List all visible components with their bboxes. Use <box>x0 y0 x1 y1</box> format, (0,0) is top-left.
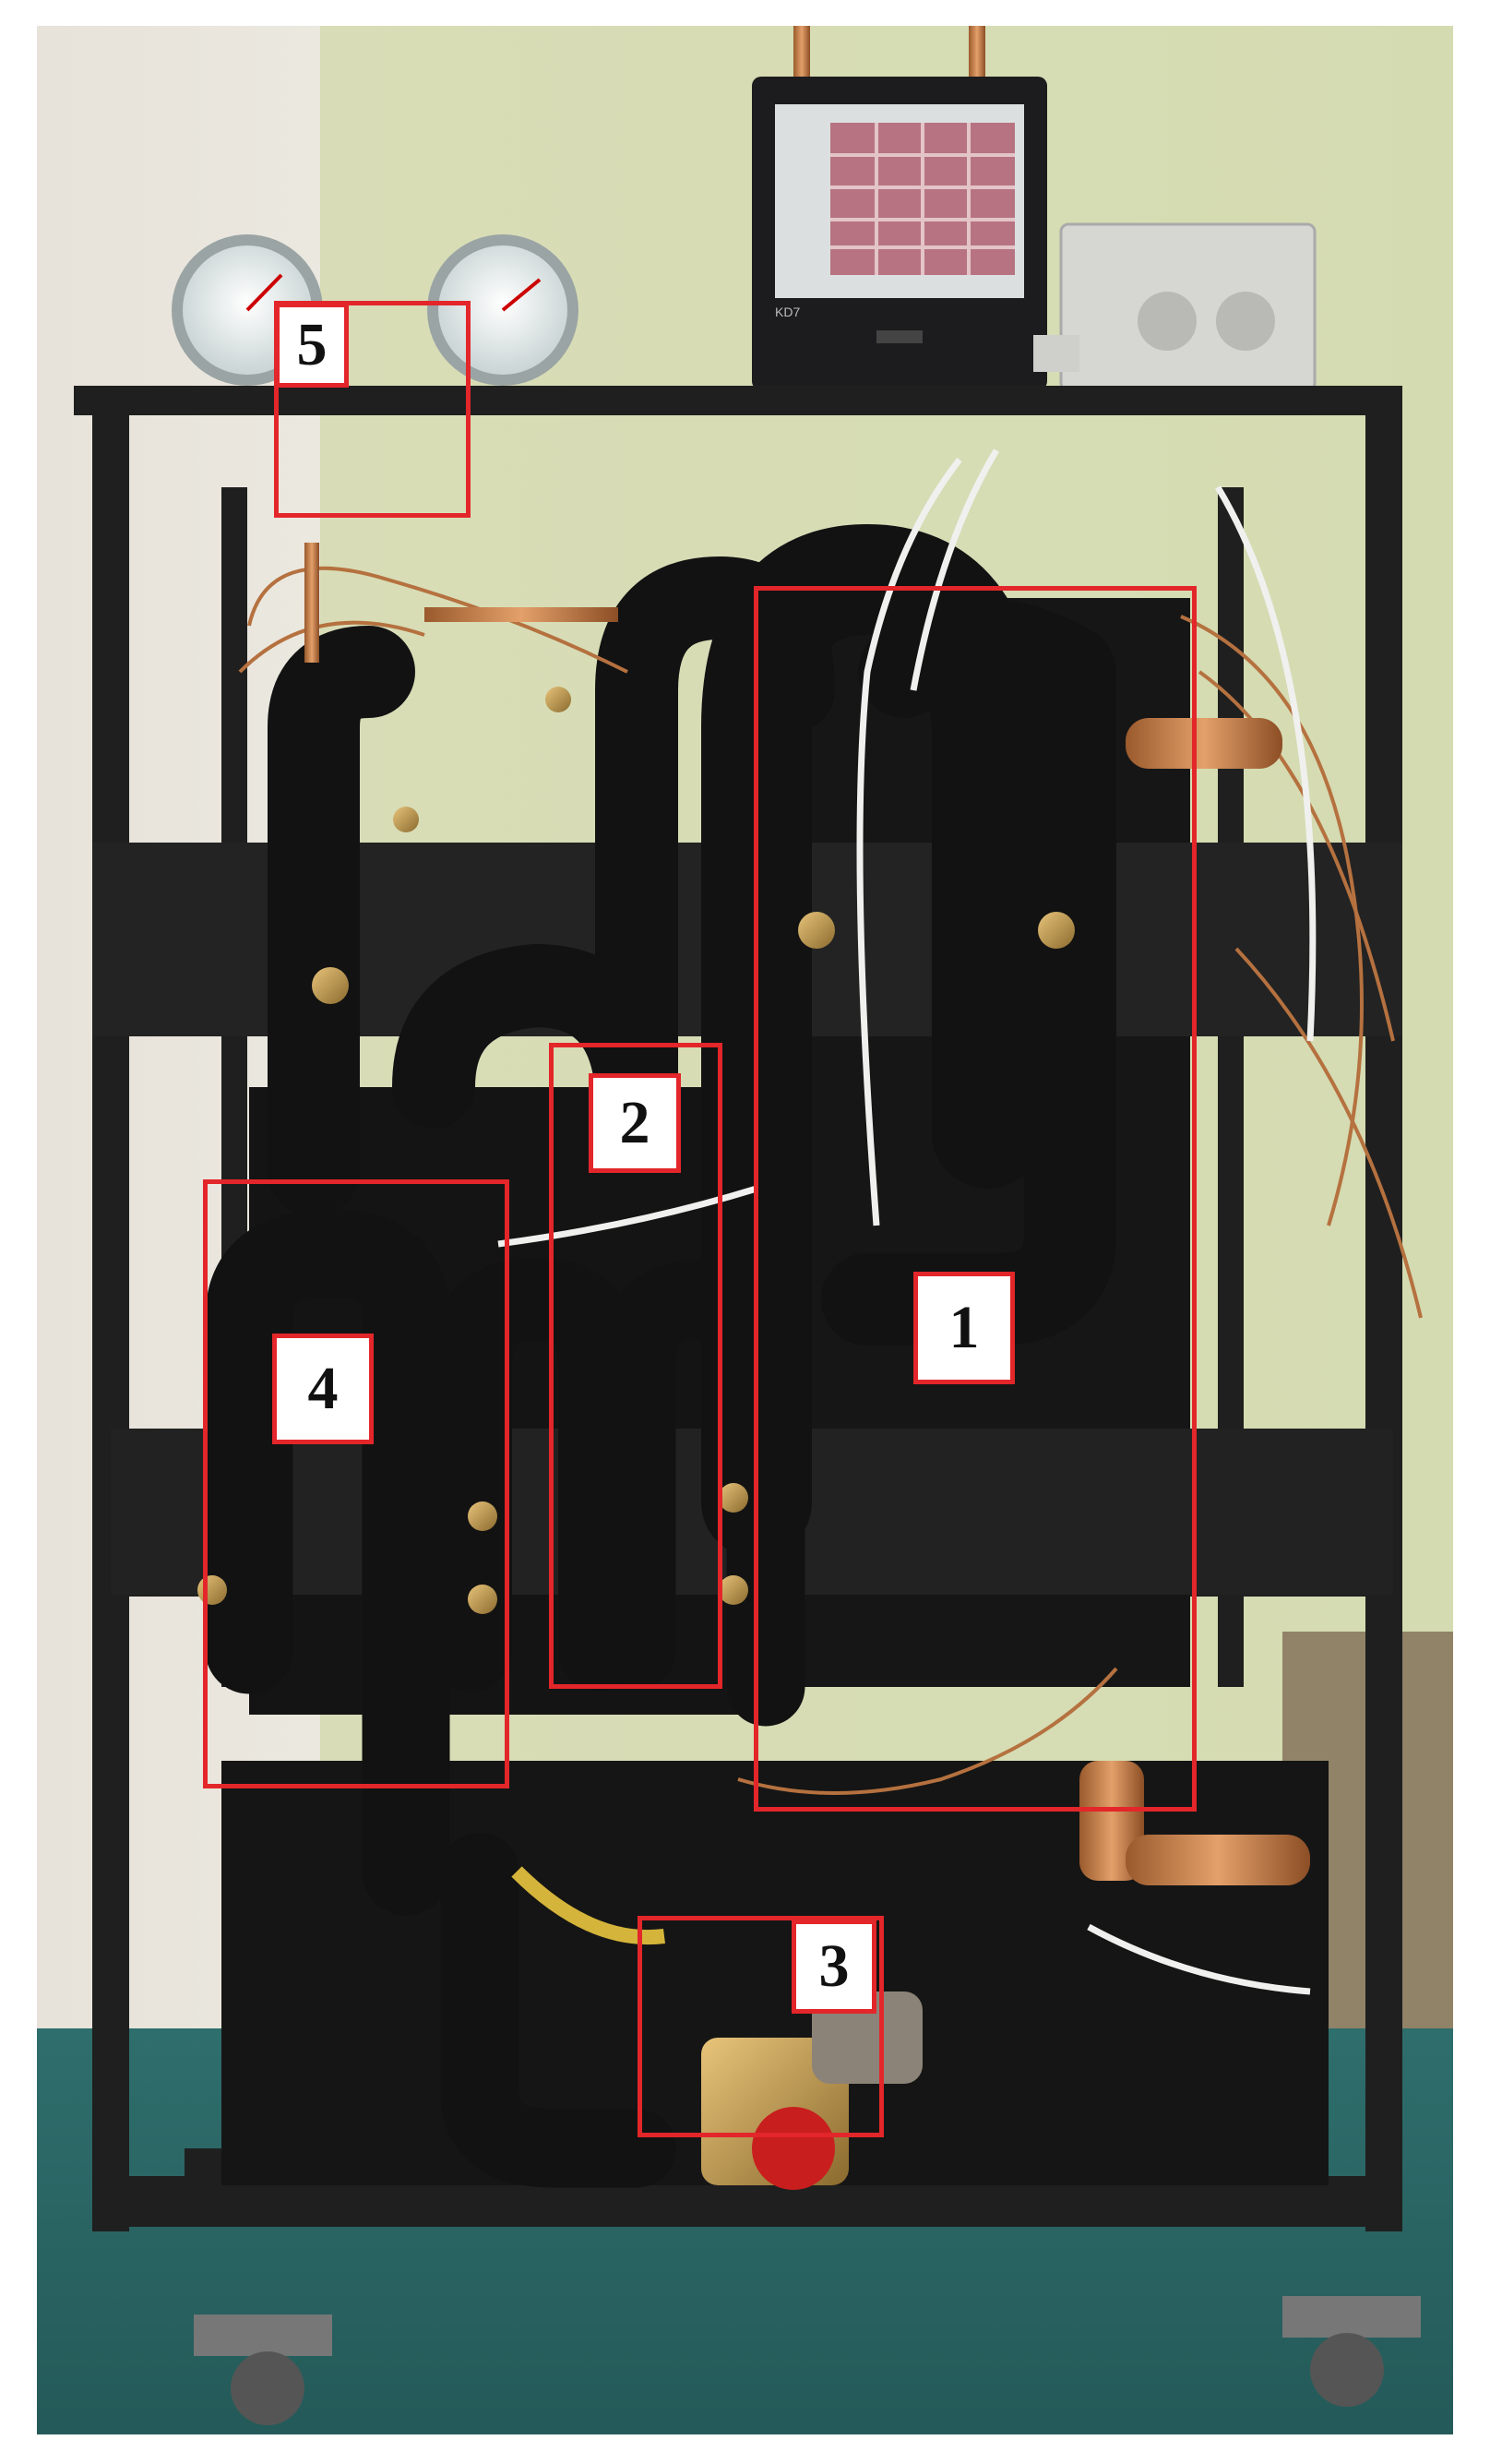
caster-wheels <box>194 2296 1421 2425</box>
callout-label-5: 5 <box>275 303 349 388</box>
callout-label-3: 3 <box>792 1920 876 2014</box>
callout-label-1: 1 <box>913 1272 1015 1384</box>
callout-label-2: 2 <box>589 1073 681 1173</box>
capillary-tubes <box>238 566 1423 1795</box>
callout-box-4 <box>203 1179 509 1788</box>
circulation-pump <box>701 1992 923 2190</box>
data-logger-monitor <box>752 77 1047 390</box>
white-cables <box>497 449 1317 1995</box>
test-rig-illustration <box>37 26 1453 2434</box>
callout-box-1 <box>754 586 1197 1812</box>
insulated-pipes <box>205 524 1116 2188</box>
junction-box <box>1033 222 1317 392</box>
apparatus-photo: 5 1 2 4 3 KD7 <box>37 26 1453 2434</box>
callout-box-5 <box>274 301 471 518</box>
callout-label-4: 4 <box>272 1334 374 1444</box>
callout-box-2 <box>549 1043 722 1689</box>
copper-fittings <box>304 543 1310 1885</box>
monitor-brand-label: KD7 <box>775 305 801 319</box>
brass-valves <box>197 687 1075 1614</box>
pressure-gauge-right <box>427 234 578 386</box>
callout-box-3 <box>638 1916 884 2137</box>
